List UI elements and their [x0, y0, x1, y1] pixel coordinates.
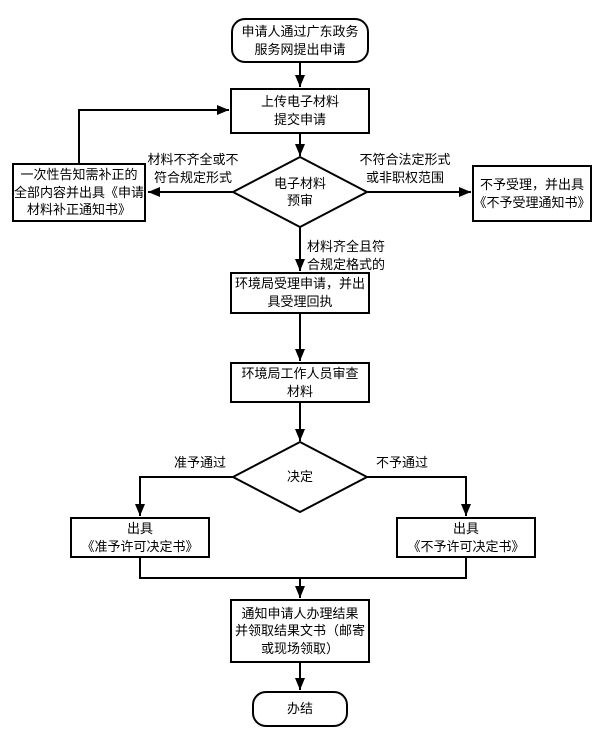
node-start: 申请人通过广东政务 服务网提出申请	[231, 18, 369, 63]
edge-label-materials-complete: 材料齐全且符 合规定格式的	[306, 239, 385, 272]
node-correction-notice: 一次性告知需补正的 全部内容并出具《申请 材料补正通知书》	[12, 163, 146, 222]
node-end: 办结	[252, 691, 348, 727]
edge-label-not-legal-form: 不符合法定形式 或非职权范围	[359, 152, 451, 185]
edge-label-approve: 准予通过	[173, 455, 226, 470]
edge-correction-to-upload	[78, 105, 229, 163]
edge-merge-line	[139, 558, 467, 579]
node-deny-permit: 出具 《不予许可决定书》	[396, 517, 536, 558]
diamond-decision-shape	[230, 440, 370, 514]
diamond-preaudit-shape	[230, 155, 370, 229]
node-reject-notice: 不予受理，并出具 《不予受理通知书》	[472, 165, 592, 222]
node-upload: 上传电子材料 提交申请	[230, 88, 370, 134]
node-review-materials: 环境局工作人员审查 材料	[230, 362, 370, 403]
edge-decision-to-grant	[135, 476, 233, 516]
edge-label-materials-incomplete: 材料不齐全或不 符合规定形式	[147, 152, 239, 185]
node-grant-permit: 出具 《准予许可决定书》	[70, 517, 210, 558]
node-notify-result: 通知申请人办理结果 并领取结果文书（邮寄 或现场领取）	[230, 599, 370, 663]
node-accept-application: 环境局受理申请，并出 具受理回执	[230, 272, 370, 314]
edge-decision-to-deny	[367, 476, 471, 516]
edge-label-disapprove: 不予通过	[375, 455, 428, 470]
diamond-preaudit-label: 电子材料 预审	[273, 175, 326, 208]
diamond-decision-label: 决定	[286, 469, 313, 485]
